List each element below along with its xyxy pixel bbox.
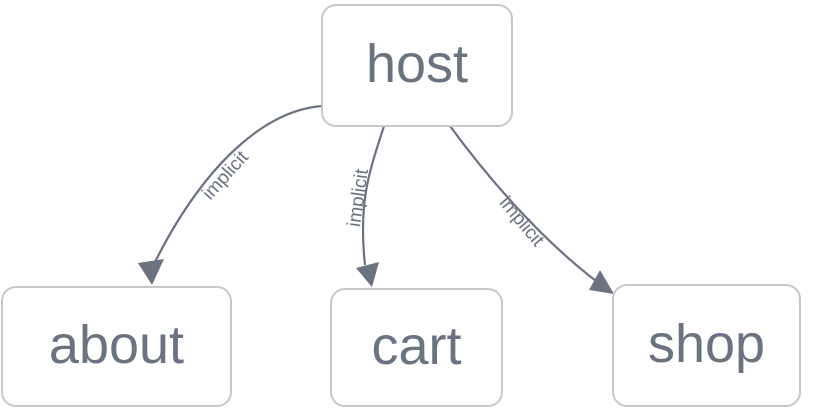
edge-path-host-about <box>151 104 323 269</box>
edge-host-shop[interactable]: implicit <box>449 125 614 294</box>
edge-path-host-cart <box>361 125 386 266</box>
edge-label-host-cart: implicit <box>344 167 373 228</box>
nodes-layer: host about cart shop <box>1 4 801 407</box>
edges-layer: implicit implicit implicit <box>138 104 614 294</box>
node-cart-box[interactable] <box>330 288 503 407</box>
arrowhead-host-about <box>138 259 164 285</box>
node-host-label: host <box>366 34 468 94</box>
node-about-label: about <box>49 315 184 375</box>
edge-label-host-about: implicit <box>198 147 253 205</box>
node-shop[interactable]: shop <box>612 284 801 407</box>
edge-label-host-shop: implicit <box>495 193 549 252</box>
arrowhead-host-shop <box>589 270 614 294</box>
node-about-box[interactable] <box>1 286 232 407</box>
node-shop-box[interactable] <box>612 284 801 407</box>
node-cart[interactable]: cart <box>330 288 503 407</box>
node-shop-label: shop <box>648 314 765 374</box>
node-cart-label: cart <box>371 316 461 376</box>
edge-host-cart[interactable]: implicit <box>344 125 386 287</box>
edge-path-host-shop <box>449 125 597 282</box>
node-host-box[interactable] <box>321 4 513 127</box>
edge-host-about[interactable]: implicit <box>138 104 323 285</box>
node-about[interactable]: about <box>1 286 232 407</box>
node-host[interactable]: host <box>321 4 513 127</box>
arrowhead-host-cart <box>356 262 379 287</box>
